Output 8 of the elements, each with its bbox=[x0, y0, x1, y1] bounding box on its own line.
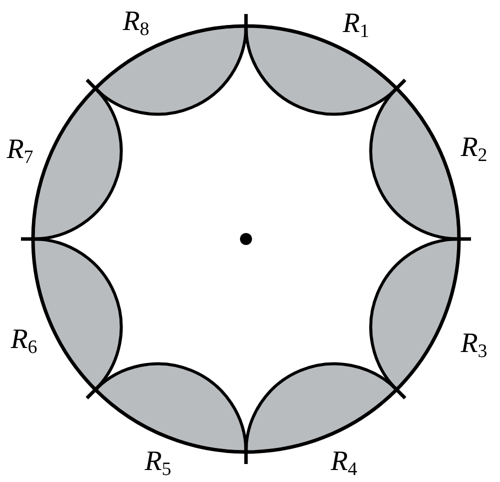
region-label: R$_{6}$ bbox=[10, 326, 38, 354]
region-label: R$_{5}$ bbox=[144, 448, 172, 476]
region-label: R$_{2}$ bbox=[460, 134, 488, 162]
region-label: R$_{8}$ bbox=[122, 8, 150, 36]
region-label: R$_{1}$ bbox=[342, 10, 370, 38]
region-label: R$_{7}$ bbox=[6, 136, 34, 164]
region-label: R$_{4}$ bbox=[330, 448, 358, 476]
region-label: R$_{3}$ bbox=[460, 330, 488, 358]
